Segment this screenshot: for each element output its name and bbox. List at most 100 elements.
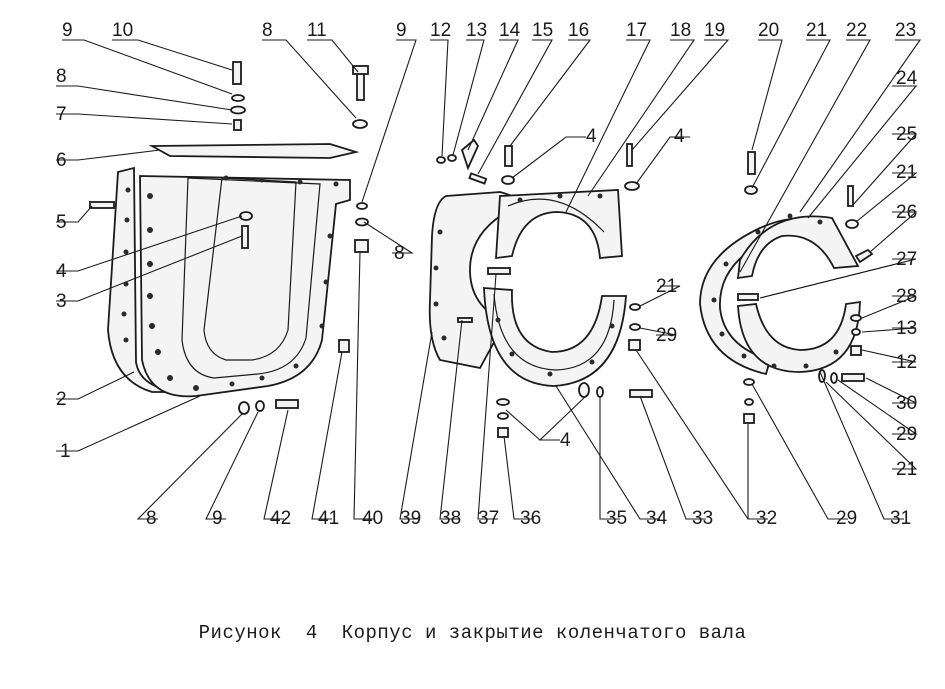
callout-12: 12 bbox=[430, 20, 451, 41]
insert-37 bbox=[487, 267, 511, 275]
caption-prefix: Рисунок bbox=[198, 622, 282, 644]
washer-8-top bbox=[230, 105, 246, 115]
callout-29: 29 bbox=[836, 508, 857, 529]
callout-1: 1 bbox=[60, 441, 71, 462]
plug-41 bbox=[338, 339, 350, 353]
callout-9: 9 bbox=[62, 20, 73, 41]
callout-13: 13 bbox=[466, 20, 487, 41]
washer-28 bbox=[850, 314, 862, 322]
callout-12: 12 bbox=[896, 352, 917, 373]
callout-21: 21 bbox=[896, 162, 917, 183]
bolt-11 bbox=[356, 71, 365, 101]
washer-9-bottom bbox=[255, 400, 265, 412]
nut-32 bbox=[628, 339, 641, 351]
washer-29-mid bbox=[629, 323, 641, 331]
pin-15 bbox=[468, 172, 488, 185]
callout-5: 5 bbox=[56, 212, 67, 233]
washer-4-bottom bbox=[578, 382, 590, 398]
callout-4: 4 bbox=[560, 430, 571, 451]
crankcase-bolt-holes bbox=[121, 175, 339, 391]
washer-34 bbox=[596, 386, 604, 398]
bolt-16 bbox=[504, 145, 513, 167]
callout-19: 19 bbox=[704, 20, 725, 41]
callout-10: 10 bbox=[112, 20, 133, 41]
rear-seal-group bbox=[699, 213, 861, 376]
callout-42: 42 bbox=[270, 508, 291, 529]
callout-16: 16 bbox=[568, 20, 589, 41]
callout-35: 35 bbox=[606, 508, 627, 529]
callout-27: 27 bbox=[896, 249, 917, 270]
nut-36 bbox=[497, 427, 509, 438]
callout-4: 4 bbox=[56, 261, 67, 282]
washer-9-top bbox=[231, 94, 245, 102]
callout-37: 37 bbox=[478, 508, 499, 529]
callout-11: 11 bbox=[307, 20, 327, 41]
bolt-3 bbox=[241, 225, 249, 249]
bolt-30 bbox=[841, 373, 865, 382]
washer-35 bbox=[496, 398, 510, 406]
washer-13-right bbox=[851, 328, 861, 336]
bolt-25 bbox=[847, 185, 854, 207]
crankcase-inner-rim bbox=[203, 177, 297, 361]
upper-seal-half bbox=[495, 189, 623, 260]
caption-title: Корпус и закрытие коленчатого вала bbox=[341, 622, 747, 644]
callout-3: 3 bbox=[56, 291, 67, 312]
callout-38: 38 bbox=[440, 508, 461, 529]
callout-30: 30 bbox=[896, 393, 917, 414]
callout-21: 21 bbox=[806, 20, 827, 41]
callout-20: 20 bbox=[758, 20, 779, 41]
washer-13-top bbox=[447, 154, 457, 162]
washer-21-mid bbox=[629, 303, 641, 311]
washer-8-right bbox=[352, 119, 368, 129]
right-fasteners bbox=[743, 151, 874, 424]
washer-35b bbox=[497, 412, 509, 420]
callout-40: 40 bbox=[362, 508, 383, 529]
callout-14: 14 bbox=[499, 20, 521, 41]
bolt-20 bbox=[747, 151, 756, 175]
callout-8: 8 bbox=[146, 508, 157, 529]
middle-fasteners bbox=[436, 138, 653, 438]
caption-number: 4 bbox=[305, 622, 318, 644]
lower-seal-half bbox=[483, 287, 627, 387]
rear-lower-half bbox=[737, 300, 861, 373]
washer-21-right bbox=[845, 219, 859, 229]
bolt-42 bbox=[275, 399, 299, 409]
clip-26 bbox=[854, 248, 874, 264]
front-cover-group bbox=[428, 189, 627, 387]
callout-24: 24 bbox=[896, 68, 918, 89]
front-cover-holes bbox=[433, 193, 615, 377]
callout-29: 29 bbox=[656, 325, 677, 346]
washer-8-bottom bbox=[238, 401, 250, 415]
washer-32b bbox=[744, 398, 754, 406]
crankcase-inner-gasket bbox=[181, 177, 321, 379]
nut-12-right bbox=[850, 345, 862, 356]
callout-33: 33 bbox=[692, 508, 713, 529]
crankcase-housing-body bbox=[139, 175, 351, 398]
washer-9-mid bbox=[356, 202, 368, 210]
washer-4-right bbox=[624, 181, 640, 191]
callout-28: 28 bbox=[896, 286, 917, 307]
callout-4: 4 bbox=[586, 126, 597, 147]
callout-13: 13 bbox=[896, 318, 917, 339]
nut-12-top bbox=[436, 156, 446, 164]
callout-9: 9 bbox=[212, 508, 223, 529]
insert-27 bbox=[737, 293, 759, 301]
callout-4: 4 bbox=[674, 126, 685, 147]
callout-15: 15 bbox=[532, 20, 553, 41]
bolt-19 bbox=[626, 143, 633, 167]
callout-23: 23 bbox=[895, 20, 916, 41]
callout-7: 7 bbox=[56, 104, 67, 125]
callout-41: 41 bbox=[318, 508, 339, 529]
crankcase-housing-group bbox=[107, 143, 360, 398]
callout-8: 8 bbox=[56, 66, 67, 87]
callout-8: 8 bbox=[394, 243, 405, 264]
nut-7 bbox=[233, 119, 242, 131]
washer-32a bbox=[743, 378, 755, 386]
rear-ring-holes bbox=[711, 213, 839, 369]
callout-9: 9 bbox=[396, 20, 407, 41]
bolt-11-head bbox=[352, 65, 369, 75]
callout-31: 31 bbox=[890, 508, 911, 529]
callout-21: 21 bbox=[896, 459, 917, 480]
key-38 bbox=[457, 317, 473, 323]
